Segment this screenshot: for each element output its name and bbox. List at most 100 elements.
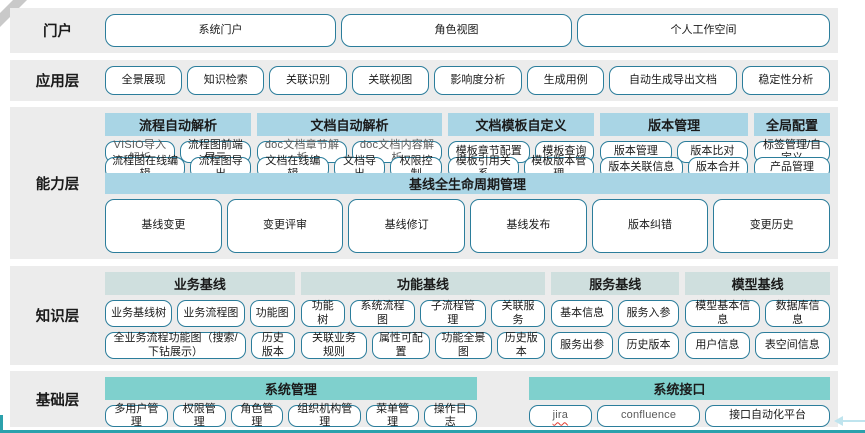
- module-box: 表空间信息: [754, 332, 831, 359]
- module-group: 业务基线业务基线树业务流程图功能图全业务流程功能图（搜索/下钻展示）历史版本: [105, 272, 295, 359]
- module-box: 全景展现: [105, 66, 183, 95]
- module-box: 稳定性分析: [741, 66, 830, 95]
- module-box: 版本纠错: [591, 198, 709, 253]
- layer-label-foundation: 基础层: [35, 392, 80, 409]
- group-header: 全局配置: [754, 113, 830, 136]
- layer-band-knowledge: 知识层 业务基线业务基线树业务流程图功能图全业务流程功能图（搜索/下钻展示）历史…: [10, 266, 838, 365]
- module-row: VISIO导入解析流程图前端展示: [105, 139, 252, 164]
- module-row: 标签管理/自定义: [754, 139, 830, 164]
- module-box: 生成用例: [527, 66, 605, 95]
- module-box: 角色视图: [341, 14, 572, 47]
- module-box: 模型基本信息: [685, 300, 761, 327]
- module-row: 版本管理版本比对: [600, 141, 749, 163]
- module-box: 接口自动化平台: [705, 405, 831, 427]
- module-group: 系统管理多用户管理权限管理角色管理组织机构管理菜单管理操作日志: [105, 377, 477, 428]
- module-box-label: jira: [552, 409, 569, 422]
- module-row: 文档在线编辑文档导出权限控制: [257, 155, 443, 180]
- layer-label-application: 应用层: [35, 74, 80, 90]
- group-header: 系统接口: [528, 377, 830, 400]
- module-row: 产品管理: [754, 156, 830, 179]
- left-arrow-icon: [841, 420, 865, 422]
- group-header: 服务基线: [551, 272, 680, 295]
- left-arrowhead-icon: [834, 416, 843, 426]
- module-box: 关联识别: [269, 66, 347, 95]
- module-row: 关联业务规则属性可配置功能全景图历史版本: [300, 332, 546, 359]
- module-box: 菜单管理: [366, 403, 419, 428]
- module-row: 模板章节配置模板查询: [448, 141, 595, 163]
- layer-band-foundation: 基础层 系统管理多用户管理权限管理角色管理组织机构管理菜单管理操作日志 系统接口 j…: [10, 371, 838, 428]
- module-row: 版本关联信息版本合并: [600, 156, 749, 179]
- module-box: 系统门户: [105, 14, 336, 47]
- module-row: 服务出参历史版本: [551, 332, 680, 359]
- module-box: 操作日志: [423, 403, 477, 428]
- module-row: 全景展现知识检索关联识别关联视图影响度分析生成用例自动生成导出文档稳定性分析: [105, 66, 830, 95]
- module-box: 影响度分析: [433, 66, 523, 95]
- module-box: confluence: [597, 405, 701, 427]
- group-header: 流程自动解析: [105, 113, 252, 136]
- module-box: 属性可配置: [372, 332, 430, 359]
- groups-row: 系统管理多用户管理权限管理角色管理组织机构管理菜单管理操作日志 系统接口 jira c…: [105, 377, 831, 428]
- module-row: 基线变更变更评审基线修订基线发布版本纠错变更历史: [105, 198, 831, 253]
- module-box: 基线发布: [470, 198, 587, 253]
- bottom-accent-line: [0, 430, 865, 433]
- module-box: 基线修订: [348, 198, 466, 253]
- module-box: 用户信息: [685, 332, 750, 359]
- module-row: 业务基线树业务流程图功能图: [105, 300, 295, 327]
- module-box: 系统流程图: [349, 300, 416, 327]
- module-box: 关联服务: [490, 300, 546, 327]
- group-header: 文档自动解析: [257, 113, 443, 136]
- module-row: 模板引用关系模板版本管理: [448, 155, 595, 180]
- bottom-left-tick-decoration: [0, 415, 3, 431]
- module-group: 文档模板自定义模板章节配置模板查询模板引用关系模板版本管理: [448, 113, 595, 180]
- module-box: 功能全景图: [434, 332, 493, 359]
- module-row: 基本信息服务入参: [551, 300, 680, 327]
- module-row: 系统门户角色视图个人工作空间: [105, 14, 830, 47]
- layer-label-capability: 能力层: [35, 176, 80, 193]
- module-group: 功能基线功能树系统流程图子流程管理关联服务关联业务规则属性可配置功能全景图历史版…: [300, 272, 546, 359]
- layer-label-knowledge: 知识层: [35, 309, 80, 325]
- module-box: 全业务流程功能图（搜索/下钻展示）: [105, 332, 247, 359]
- group-header: 文档模板自定义: [448, 113, 595, 136]
- module-row: 模型基本信息数据库信息: [685, 300, 830, 327]
- module-box: 业务流程图: [177, 300, 245, 327]
- module-box: 数据库信息: [765, 300, 830, 327]
- layer-band-capability: 能力层 流程自动解析VISIO导入解析流程图前端展示流程图在线编辑流程图导出文档…: [10, 107, 838, 259]
- module-box: 功能图: [249, 300, 295, 327]
- module-box: 功能树: [300, 300, 345, 327]
- module-box: 自动生成导出文档: [609, 66, 737, 95]
- module-row: doc文档章节解析doc文档内容解析: [257, 139, 443, 164]
- module-box: 历史版本: [251, 332, 295, 359]
- module-row: 全业务流程功能图（搜索/下钻展示）历史版本: [105, 332, 295, 359]
- module-box: 变更评审: [226, 198, 344, 253]
- module-row: 多用户管理权限管理角色管理组织机构管理菜单管理操作日志: [105, 403, 477, 428]
- layer-band-application: 应用层 全景展现知识检索关联识别关联视图影响度分析生成用例自动生成导出文档稳定性…: [10, 60, 838, 101]
- module-box: 关联业务规则: [300, 332, 368, 359]
- module-group: 文档自动解析 doc文档章节解析doc文档内容解析文档在线编辑文档导出权限控制: [257, 113, 443, 180]
- group-header: 模型基线: [685, 272, 830, 295]
- module-box: 知识检索: [187, 66, 265, 95]
- module-box: 基线变更: [105, 198, 222, 253]
- module-group: 流程自动解析VISIO导入解析流程图前端展示流程图在线编辑流程图导出: [105, 113, 252, 180]
- module-box: 历史版本: [617, 332, 680, 359]
- group-header: 版本管理: [600, 113, 749, 136]
- module-box: 关联视图: [351, 66, 429, 95]
- module-box: 变更历史: [713, 198, 831, 253]
- layer-label-portal: 门户: [43, 24, 72, 40]
- module-box: 历史版本: [497, 332, 546, 359]
- group-header: 业务基线: [105, 272, 295, 295]
- layer-band-portal: 门户 系统门户角色视图个人工作空间: [10, 8, 838, 53]
- group-header: 功能基线: [300, 272, 546, 295]
- module-group: 版本管理版本管理版本比对版本关联信息版本合并: [600, 113, 749, 179]
- module-box: 业务基线树: [105, 300, 173, 327]
- groups-row: 业务基线业务基线树业务流程图功能图全业务流程功能图（搜索/下钻展示）历史版本功能…: [105, 272, 831, 359]
- module-row: 用户信息表空间信息: [685, 332, 831, 359]
- group-header: 系统管理: [105, 377, 477, 400]
- module-group: 模型基线模型基本信息数据库信息用户信息表空间信息: [685, 272, 831, 359]
- module-box: jira: [528, 405, 593, 427]
- module-box: 角色管理: [230, 403, 284, 428]
- module-box: 服务出参: [551, 332, 613, 359]
